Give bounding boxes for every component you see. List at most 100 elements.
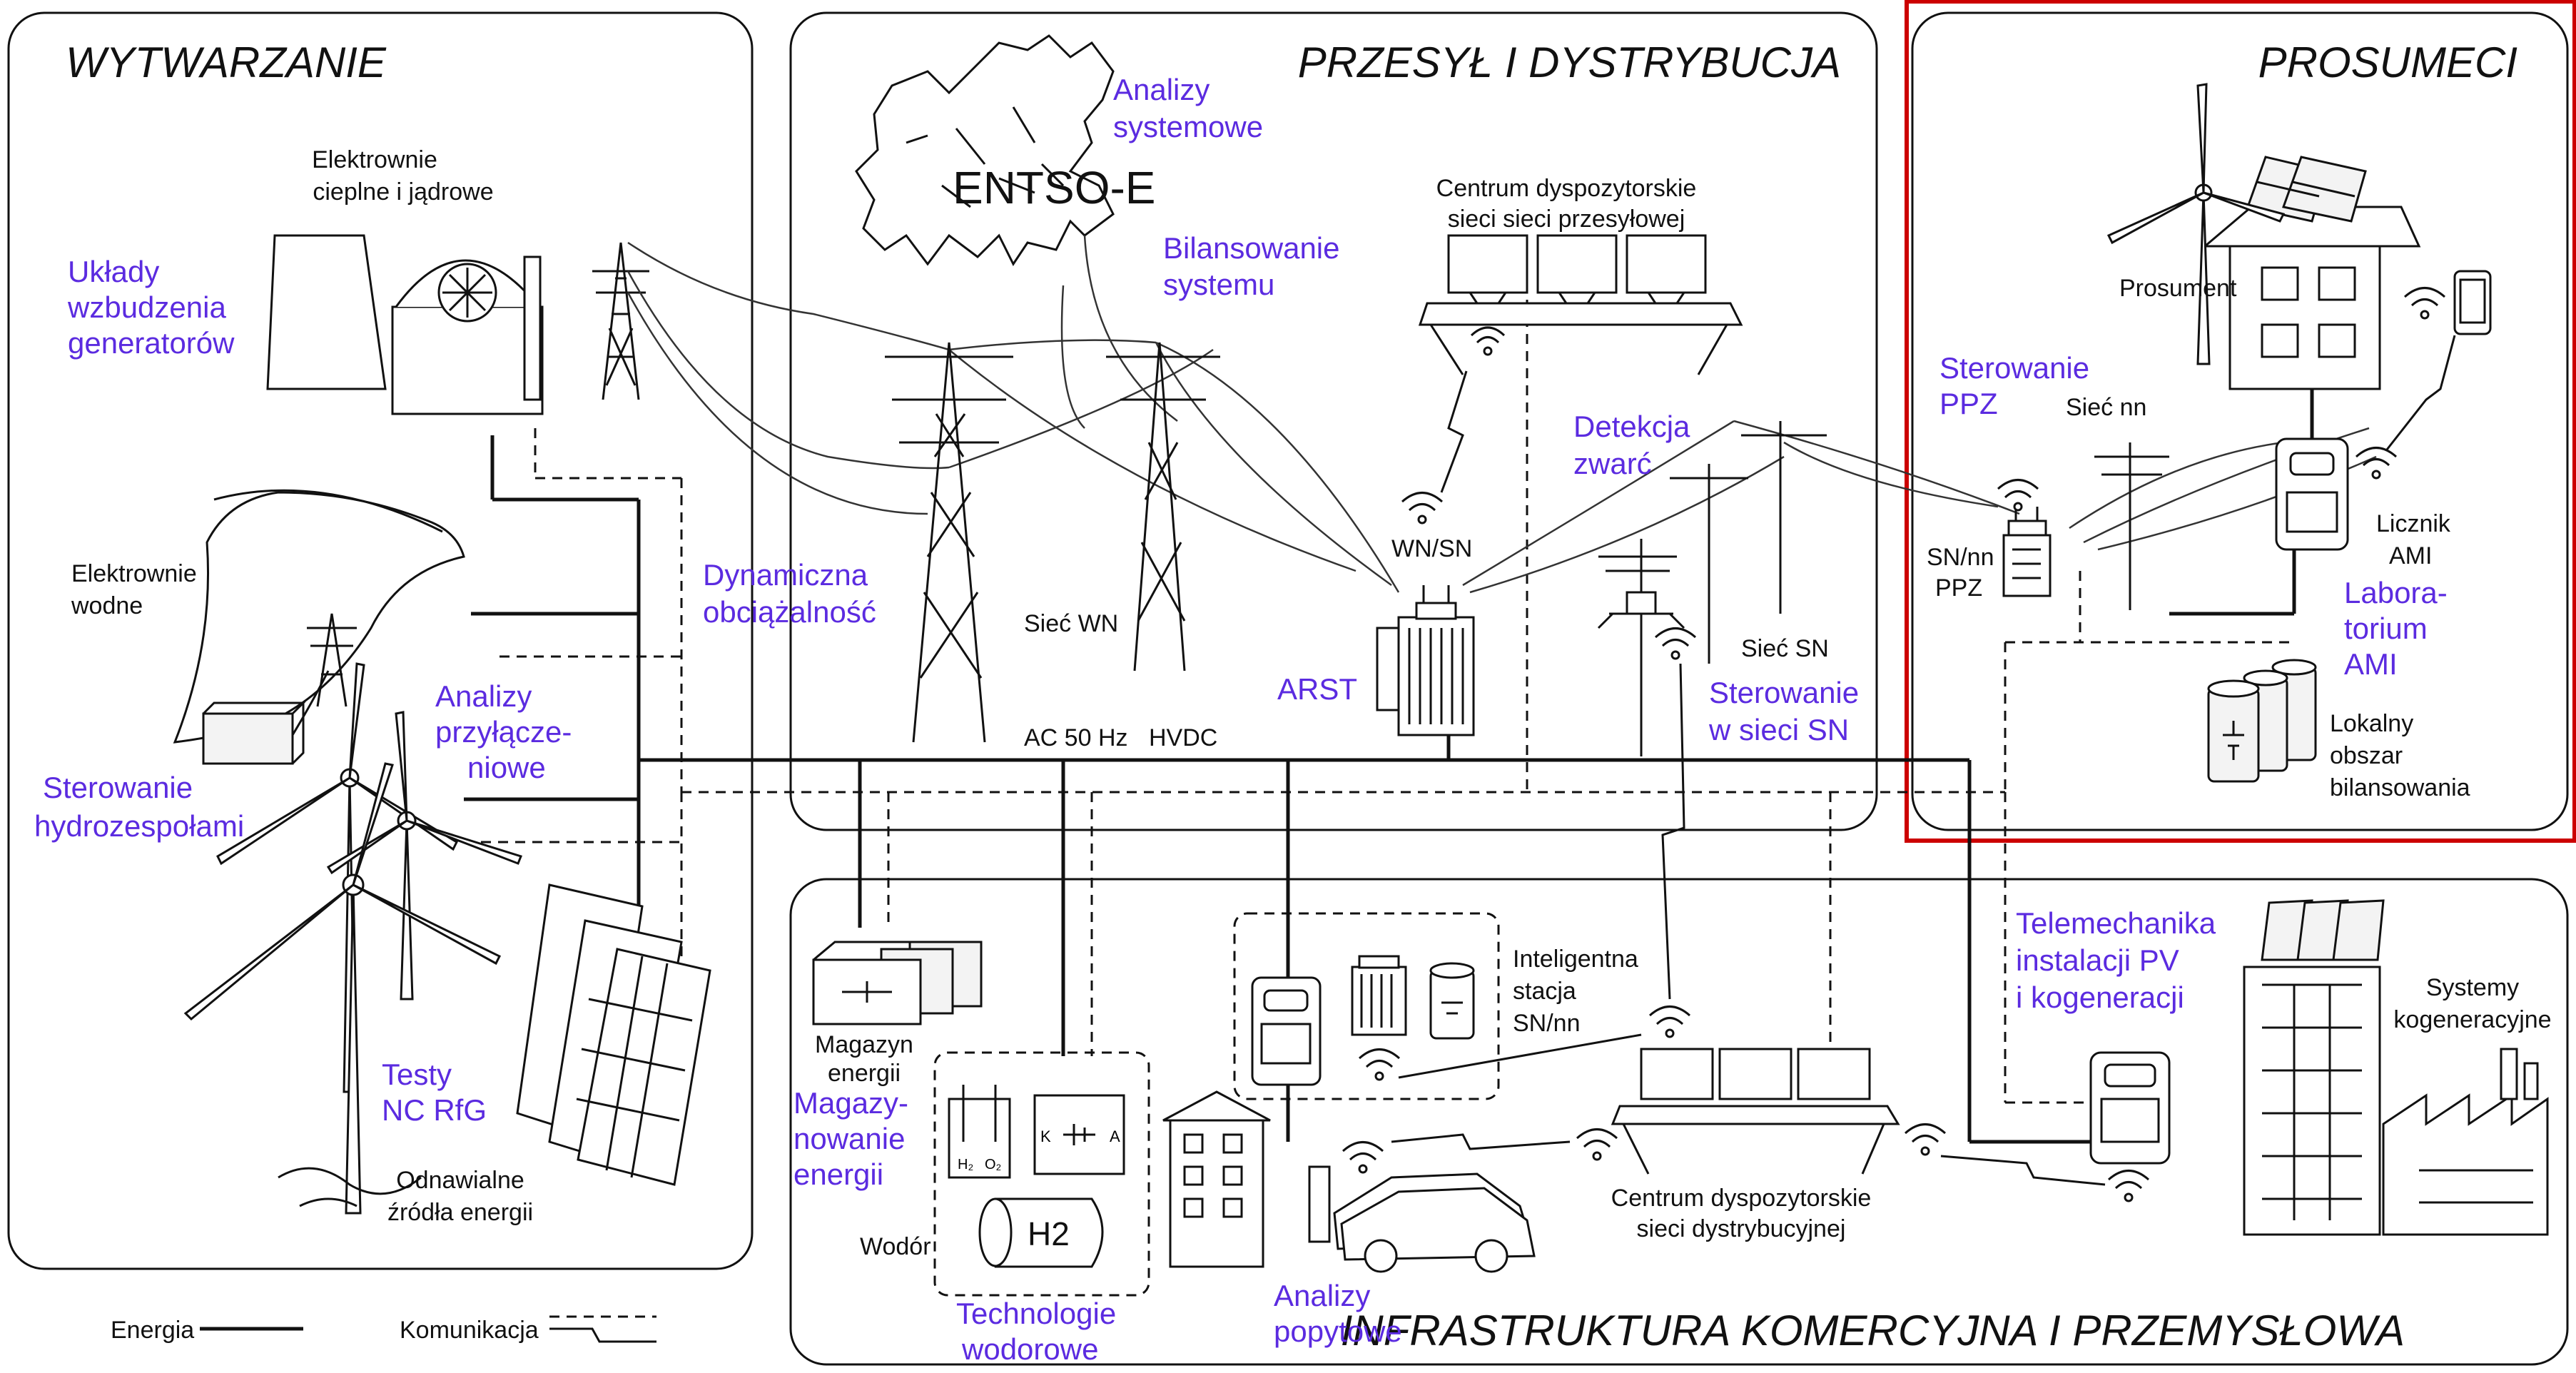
hydrogen-label: Wodór xyxy=(860,1233,931,1260)
wn-sn-label: WN/SN xyxy=(1391,535,1472,562)
func-detekcja-1: Detekcja xyxy=(1573,410,1690,443)
tso-center-label-1: Centrum dyspozytorskie xyxy=(1436,175,1697,202)
prosument-label: Prosument xyxy=(2119,275,2237,302)
smart-label-3: SN/nn xyxy=(1513,1010,1581,1037)
battery-storage-icon xyxy=(2209,660,2316,781)
substation-comm-link xyxy=(1399,1035,1641,1078)
legend: Energia Komunikacja xyxy=(111,1317,656,1344)
renew-label-1: Odnawialne xyxy=(396,1167,524,1194)
func-testy-2: NC RfG xyxy=(382,1093,487,1127)
smart-label-1: Inteligentna xyxy=(1513,946,1638,973)
func-analizy-sys-2: systemowe xyxy=(1113,110,1263,143)
pylon-wn-icon xyxy=(885,343,1013,742)
legend-communication-label: Komunikacja xyxy=(400,1317,539,1344)
wifi-icon xyxy=(2405,288,2445,319)
europe-map-icon xyxy=(856,36,1113,264)
sn-comm-link xyxy=(1663,664,1684,999)
smartphone-icon xyxy=(2455,271,2490,334)
func-analizy-przyl-1: Analizy xyxy=(435,679,532,713)
thermal-label-2: cieplne i jądrowe xyxy=(313,178,493,206)
func-ster-ppz-2: PPZ xyxy=(1939,387,1998,420)
pv-building-icon xyxy=(2244,901,2383,1235)
func-lab-3: AMI xyxy=(2344,647,2398,681)
func-uklady-3: generatorów xyxy=(68,326,235,360)
siec-sn-label: Sieć SN xyxy=(1741,635,1829,662)
func-testy-1: Testy xyxy=(382,1058,452,1091)
func-dyn-2: obciążalność xyxy=(703,595,876,629)
ac-label: AC 50 Hz xyxy=(1024,724,1128,751)
func-bilans-1: Bilansowanie xyxy=(1163,231,1340,265)
licznik-label-2: AMI xyxy=(2389,542,2432,569)
wifi-icon xyxy=(1359,1050,1399,1080)
func-sterowanie-hydro-1: Sterowanie xyxy=(43,771,193,804)
wifi-icon xyxy=(1402,493,1442,524)
section-title-commercial: INFRASTRUKTURA KOMERCYJNA I PRZEMYSŁOWA xyxy=(1341,1307,2405,1354)
smart-label-2: stacja xyxy=(1513,978,1576,1005)
wifi-icon xyxy=(1471,328,1504,355)
func-tech-2: wodorowe xyxy=(961,1332,1098,1366)
wifi-icon xyxy=(1905,1125,1945,1155)
func-bilans-2: systemu xyxy=(1163,268,1274,301)
local-label-2: obszar xyxy=(2330,742,2403,769)
storage-label-1: Magazyn xyxy=(815,1031,913,1058)
nn-pole-icon xyxy=(2094,442,2169,610)
substation-battery-icon xyxy=(1431,963,1474,1038)
func-popyt-1: Analizy xyxy=(1274,1279,1370,1312)
sn-nn-label-2: PPZ xyxy=(1935,574,1982,602)
func-magaz-3: energii xyxy=(793,1157,883,1191)
cell-a-label: A xyxy=(1110,1128,1120,1145)
func-analizy-sys-1: Analizy xyxy=(1113,73,1210,106)
func-ster-ppz-1: Sterowanie xyxy=(1939,351,2089,385)
cell-k-label: K xyxy=(1040,1128,1051,1145)
siec-wn-label: Sieć WN xyxy=(1024,610,1118,637)
func-analizy-przyl-2: przyłącze- xyxy=(435,715,572,749)
o2-small-label: O₂ xyxy=(985,1157,1001,1172)
wifi-icon xyxy=(1577,1130,1617,1160)
legend-comm-arrow xyxy=(549,1329,656,1342)
cogen-label-2: kogeneracyjne xyxy=(2393,1006,2551,1033)
hydro-label-2: wodne xyxy=(71,592,143,619)
phone-comm-link xyxy=(2387,335,2455,450)
substation-transformer-icon xyxy=(1352,956,1406,1035)
legend-energy-label: Energia xyxy=(111,1317,194,1344)
wifi-icon xyxy=(1343,1143,1383,1173)
sn-nn-label-1: SN/nn xyxy=(1927,544,1994,571)
fuel-cell-icon: K A xyxy=(1035,1095,1124,1174)
section-title-generation: WYTWARZANIE xyxy=(66,39,387,86)
wifi-icon xyxy=(1650,1007,1690,1038)
section-title-prosumers: PROSUMECI xyxy=(2258,39,2517,86)
h2-tank-label: H2 xyxy=(1028,1215,1070,1252)
local-label-1: Lokalny xyxy=(2330,710,2413,737)
cogen-label-1: Systemy xyxy=(2426,974,2519,1001)
tso-comm-link xyxy=(1441,371,1466,492)
dso-comm-link xyxy=(1941,1156,2105,1185)
func-uklady-1: Układy xyxy=(68,255,159,288)
func-tech-1: Technologie xyxy=(956,1297,1116,1330)
tso-control-center-icon xyxy=(1420,235,1741,375)
ev-comm-link xyxy=(1391,1135,1570,1149)
func-lab-1: Labora- xyxy=(2344,576,2448,609)
func-tele-2: instalacji PV xyxy=(2016,943,2179,977)
func-ster-sn-2: w sieci SN xyxy=(1708,713,1849,746)
storage-label-2: energii xyxy=(828,1060,901,1087)
dso-center-label-2: sieci dystrybucyjnej xyxy=(1637,1215,1846,1242)
industrial-meter-icon xyxy=(2091,1053,2169,1163)
electrolyser-icon: H₂ O₂ xyxy=(949,1085,1010,1177)
tso-center-label-2: sieci sieci przesyłowej xyxy=(1448,206,1685,233)
pylon-small-icon xyxy=(592,243,649,400)
prosumer-house-icon xyxy=(2205,157,2419,389)
pylon-hvdc-icon xyxy=(1106,343,1220,671)
local-label-3: bilansowania xyxy=(2330,774,2470,801)
func-analizy-przyl-3: niowe xyxy=(467,751,546,784)
section-title-transmission: PRZESYŁ I DYSTRYBUCJA xyxy=(1298,39,1841,86)
func-tele-3: i kogeneracji xyxy=(2016,981,2184,1014)
func-magaz-2: nowanie xyxy=(793,1122,905,1155)
func-magaz-1: Magazy- xyxy=(793,1086,908,1120)
energy-storage-icon xyxy=(813,942,981,1024)
siec-nn-label: Sieć nn xyxy=(2066,394,2146,421)
wifi-icon xyxy=(2109,1171,2149,1202)
func-detekcja-2: zwarć xyxy=(1573,447,1652,480)
ami-meter-icon xyxy=(2276,439,2348,549)
wifi-icon xyxy=(1655,629,1695,659)
